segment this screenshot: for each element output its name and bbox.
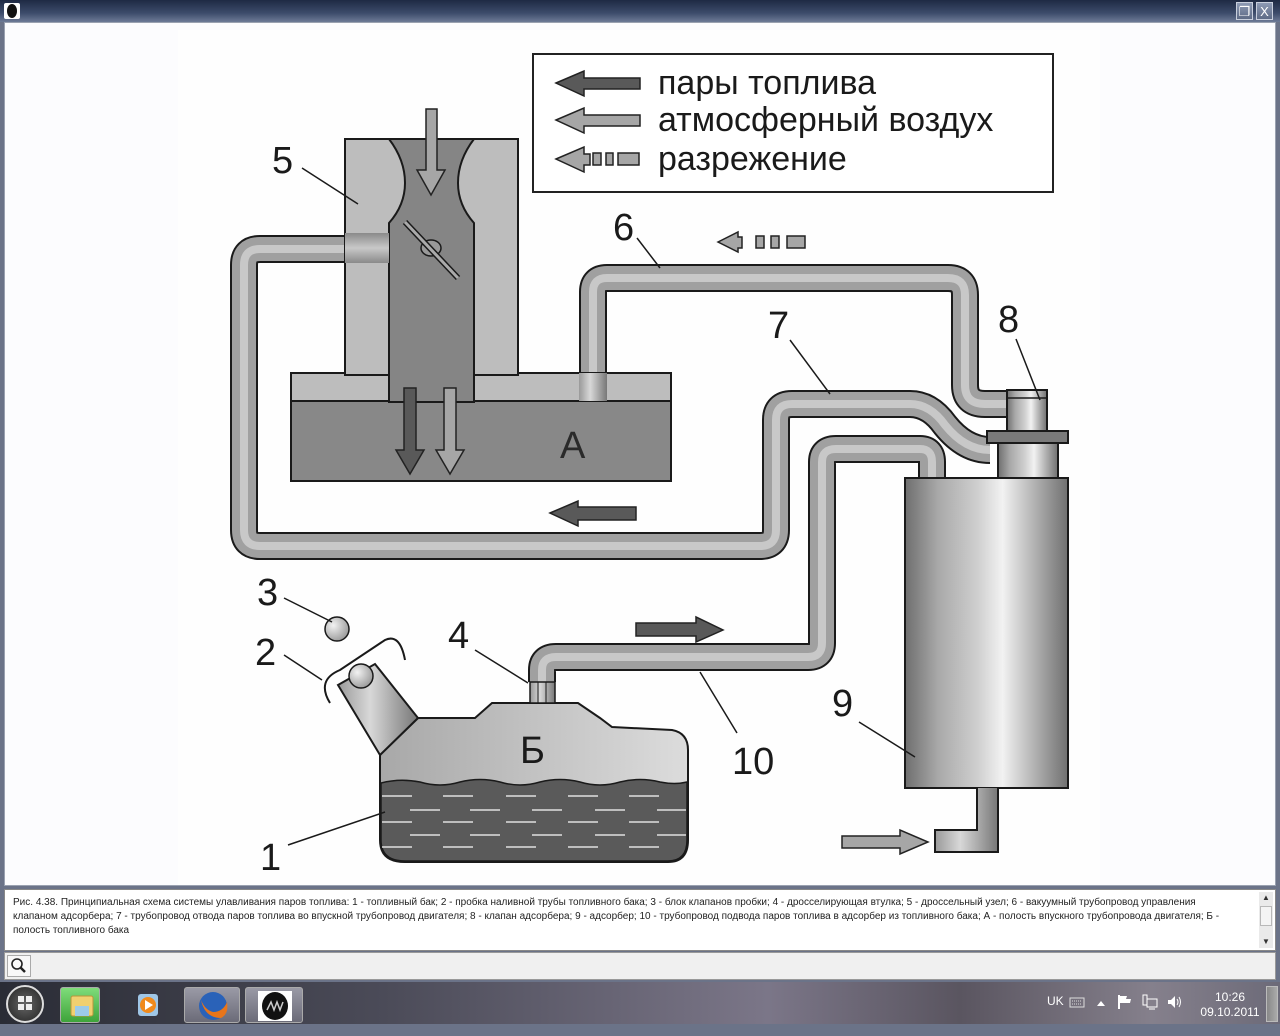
caption-panel: Рис. 4.38. Принципиальная схема системы … [4, 889, 1276, 951]
taskbar-djvu-viewer[interactable] [245, 987, 303, 1023]
region-label-a: А [560, 425, 586, 467]
arrow-vacuum-pipe-6 [716, 230, 806, 254]
legend-arrow-vacuum [554, 145, 640, 174]
throttle-valve-plate [402, 219, 461, 281]
arrow-vapor-to-adsorber [635, 615, 725, 644]
dejavu-logo-icon [258, 991, 292, 1021]
callout-7: 7 [768, 305, 789, 347]
bottom-toolbar [4, 952, 1276, 980]
media-player-icon [138, 994, 158, 1016]
callout-10: 10 [732, 741, 774, 783]
scroll-up-arrow-icon[interactable]: ▲ [1262, 893, 1270, 902]
arrow-vapor-return [548, 499, 637, 528]
taskbar-firefox[interactable] [184, 987, 240, 1023]
volume-icon[interactable] [1166, 994, 1182, 1010]
legend: пары топлива атмосферный воздух разрежен… [532, 53, 1054, 193]
clock-date: 09.10.2011 [1200, 1005, 1260, 1019]
callout-8: 8 [998, 299, 1019, 341]
caption-scrollbar[interactable]: ▲ ▼ [1259, 892, 1273, 948]
show-hidden-icons-icon[interactable] [1097, 1000, 1105, 1006]
pipe-7 [230, 235, 991, 560]
network-icon[interactable] [1142, 994, 1158, 1010]
system-clock[interactable]: 10:26 09.10.2011 [1190, 990, 1270, 1020]
folder-icon [70, 995, 94, 1017]
scroll-thumb[interactable] [1260, 906, 1272, 926]
adsorber [904, 477, 1069, 853]
restore-button[interactable]: ❐ [1236, 2, 1253, 20]
callout-3: 3 [257, 572, 278, 614]
arrow-vapor-down [394, 387, 426, 476]
windows-logo-icon [18, 996, 32, 1010]
legend-arrow-fuel-vapor [554, 69, 641, 98]
callout-2: 2 [255, 632, 276, 674]
callout-9: 9 [832, 683, 853, 725]
intake-manifold: А [290, 372, 672, 482]
callout-1: 1 [260, 837, 281, 879]
taskbar-media-player[interactable] [128, 987, 168, 1023]
app-icon [4, 3, 20, 19]
show-desktop-button[interactable] [1266, 986, 1278, 1022]
callout-5: 5 [272, 140, 293, 182]
air-inlet-arrow [415, 108, 447, 197]
language-indicator[interactable]: UK [1047, 994, 1064, 1008]
scroll-down-arrow-icon[interactable]: ▼ [1262, 937, 1270, 946]
callout-4: 4 [448, 615, 469, 657]
callouts: 1 2 3 4 5 6 7 8 9 10 [255, 140, 1041, 879]
close-button[interactable]: X [1256, 2, 1273, 20]
diagram-figure: пары топлива атмосферный воздух разрежен… [178, 30, 1100, 885]
keyboard-icon[interactable] [1069, 995, 1085, 1009]
adsorber-valve [986, 389, 1069, 479]
liquid-level-lines [382, 795, 686, 848]
pipe-10 [528, 435, 946, 684]
fuel-tank: Б [323, 616, 689, 863]
taskbar-explorer[interactable] [60, 987, 100, 1023]
magnifier-icon [11, 958, 26, 973]
figure-caption: Рис. 4.38. Принципиальная схема системы … [13, 897, 1220, 936]
clock-time: 10:26 [1214, 990, 1246, 1004]
search-button[interactable] [7, 955, 31, 977]
legend-label-vacuum: разрежение [658, 140, 847, 178]
callout-6: 6 [613, 207, 634, 249]
legend-label-air: атмосферный воздух [658, 101, 993, 139]
pipe-6 [579, 264, 1008, 418]
firefox-icon [199, 992, 228, 1020]
arrow-air-down [434, 387, 466, 476]
taskbar: UK 10:26 09.10.2011 [0, 982, 1280, 1024]
action-center-flag-icon[interactable] [1117, 994, 1133, 1010]
region-label-b: Б [520, 730, 545, 772]
arrow-air-inlet-adsorber [841, 828, 930, 856]
legend-label-fuel-vapor: пары топлива [658, 64, 876, 102]
start-button[interactable] [6, 985, 44, 1023]
legend-arrow-air [554, 106, 641, 135]
window-titlebar: ❐ X [0, 0, 1280, 22]
throttle-body [344, 108, 519, 476]
